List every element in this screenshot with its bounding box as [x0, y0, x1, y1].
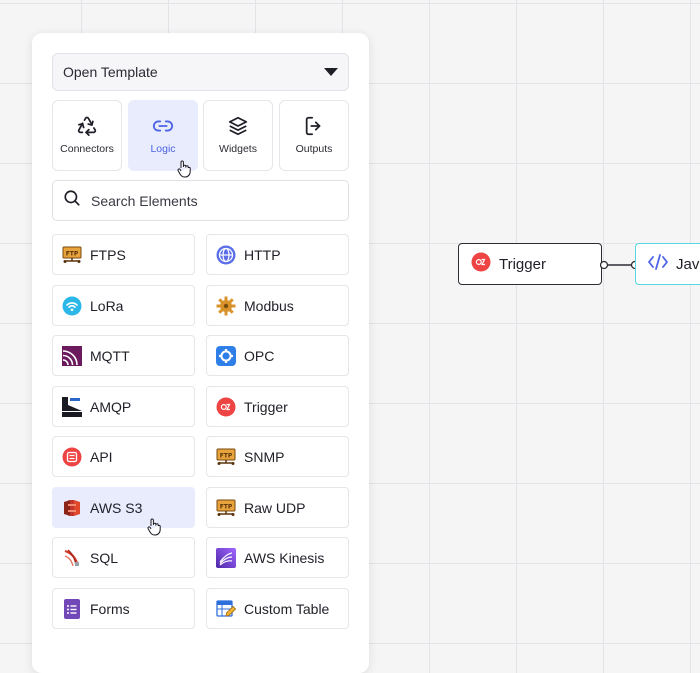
- tab-label: Outputs: [295, 143, 333, 155]
- element-opc[interactable]: OPC: [206, 335, 349, 376]
- flow-node-javascript[interactable]: Jav: [635, 243, 700, 285]
- element-modbus[interactable]: Modbus: [206, 285, 349, 326]
- tab-connectors[interactable]: Connectors: [52, 100, 122, 171]
- element-custom-table[interactable]: Custom Table: [206, 588, 349, 629]
- element-label: Forms: [90, 600, 130, 617]
- table-edit-icon: [216, 599, 236, 619]
- svg-text:FTP: FTP: [220, 452, 233, 459]
- amqp-icon: [62, 396, 82, 417]
- element-http[interactable]: HTTP: [206, 234, 349, 275]
- sql-icon: [62, 548, 82, 568]
- gear-icon: [216, 296, 236, 316]
- element-sql[interactable]: SQL: [52, 537, 195, 578]
- code-icon: [648, 253, 668, 275]
- element-label: MQTT: [90, 347, 130, 364]
- element-forms[interactable]: Forms: [52, 588, 195, 629]
- layers-icon: [227, 115, 249, 137]
- search-icon: [63, 189, 81, 212]
- open-template-label: Open Template: [63, 64, 158, 80]
- element-label: Custom Table: [244, 600, 330, 617]
- element-ftps[interactable]: FTP FTPS: [52, 234, 195, 275]
- flow-node-trigger[interactable]: Trigger: [458, 243, 602, 285]
- search-input[interactable]: [89, 191, 338, 210]
- element-label: API: [90, 448, 113, 465]
- element-label: FTPS: [90, 246, 126, 263]
- tab-outputs[interactable]: Outputs: [279, 100, 349, 171]
- element-label: Raw UDP: [244, 499, 306, 516]
- forms-icon: [62, 598, 82, 619]
- ftp-icon: FTP: [62, 245, 82, 265]
- elements-panel: Open Template Connectors: [32, 33, 369, 673]
- element-lora[interactable]: LoRa: [52, 285, 195, 326]
- element-label: SNMP: [244, 448, 285, 465]
- tab-widgets[interactable]: Widgets: [203, 100, 273, 171]
- element-snmp[interactable]: FTP SNMP: [206, 436, 349, 477]
- ftp-icon: FTP: [216, 498, 236, 518]
- svg-text:FTP: FTP: [220, 503, 233, 510]
- tab-logic[interactable]: Logic: [128, 100, 198, 171]
- element-label: SQL: [90, 549, 119, 566]
- element-aws-s3[interactable]: AWS S3: [52, 487, 195, 528]
- search-box: [52, 180, 349, 221]
- logout-icon: [303, 115, 325, 137]
- element-mqtt[interactable]: MQTT: [52, 335, 195, 376]
- mqtt-icon: [62, 345, 82, 366]
- element-label: LoRa: [90, 297, 124, 314]
- element-label: AMQP: [90, 398, 132, 415]
- element-label: OPC: [244, 347, 275, 364]
- element-label: Modbus: [244, 297, 294, 314]
- aws-kinesis-icon: [216, 547, 236, 568]
- trigger-icon: [471, 252, 491, 277]
- category-tabs: Connectors Logic Widgets: [52, 100, 349, 172]
- link-icon: [151, 115, 175, 137]
- tab-label: Connectors: [60, 143, 114, 155]
- open-template-dropdown[interactable]: Open Template: [52, 53, 349, 91]
- element-label: HTTP: [244, 246, 281, 263]
- globe-icon: [216, 245, 236, 265]
- node-connector[interactable]: [600, 259, 640, 271]
- element-api[interactable]: API: [52, 436, 195, 477]
- trigger-icon: [216, 397, 236, 417]
- element-label: AWS Kinesis: [244, 549, 325, 566]
- recycle-icon: [76, 115, 98, 137]
- flow-node-label: Trigger: [499, 255, 546, 273]
- aws-s3-icon: [62, 498, 82, 518]
- element-amqp[interactable]: AMQP: [52, 386, 195, 427]
- ftp-icon: FTP: [216, 447, 236, 467]
- opc-icon: [216, 345, 236, 366]
- element-label: Trigger: [244, 398, 288, 415]
- wifi-icon: [62, 296, 82, 316]
- caret-down-icon: [324, 68, 338, 76]
- tab-label: Widgets: [219, 143, 257, 155]
- element-trigger[interactable]: Trigger: [206, 386, 349, 427]
- element-aws-kinesis[interactable]: AWS Kinesis: [206, 537, 349, 578]
- api-icon: [62, 447, 82, 467]
- flow-node-label: Jav: [676, 255, 700, 273]
- tab-label: Logic: [150, 143, 176, 155]
- element-label: AWS S3: [90, 499, 143, 516]
- element-raw-udp[interactable]: FTP Raw UDP: [206, 487, 349, 528]
- svg-text:FTP: FTP: [66, 250, 79, 257]
